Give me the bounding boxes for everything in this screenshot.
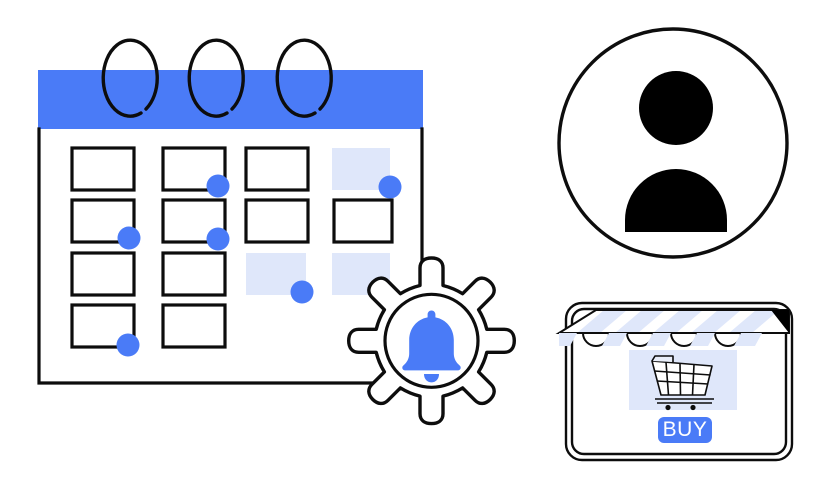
calendar-binding-rings xyxy=(101,38,333,118)
ring-3-icon xyxy=(275,38,333,118)
calendar-event-dots xyxy=(116,174,402,357)
ring-1-icon xyxy=(101,38,159,118)
buy-button-label: BUY xyxy=(663,418,708,441)
awning-corner-fold-icon xyxy=(771,310,789,333)
awning-scallop-fills xyxy=(559,333,762,346)
cell-r1c3[interactable] xyxy=(244,146,310,192)
event-dot-r1c2[interactable] xyxy=(206,174,230,198)
event-dot-r4c1[interactable] xyxy=(116,333,140,357)
shopping-cart-icon xyxy=(651,355,714,411)
buy-button-background xyxy=(658,417,712,443)
event-dot-r2c1[interactable] xyxy=(117,226,141,250)
cell-r3c1[interactable] xyxy=(70,251,136,297)
avatar-head-icon xyxy=(639,71,713,145)
cell-r3c2[interactable] xyxy=(161,251,227,297)
event-dot-r1c4[interactable] xyxy=(378,175,402,199)
ring-2-icon xyxy=(187,38,245,118)
cell-r1c2[interactable] xyxy=(161,146,227,192)
cell-r1c1[interactable] xyxy=(70,146,136,192)
buy-button[interactable]: BUY xyxy=(658,417,712,443)
settings-gear-with-bell[interactable] xyxy=(347,256,516,426)
event-dot-r2c2[interactable] xyxy=(206,227,230,251)
cell-r2c3[interactable] xyxy=(244,198,310,244)
avatar-body-icon xyxy=(625,169,727,232)
calendar-header-bar xyxy=(38,70,423,129)
online-shop-card[interactable]: BUY xyxy=(539,301,794,462)
calendar-body-outline xyxy=(37,127,424,385)
cell-r2c1[interactable] xyxy=(70,198,136,244)
calendar[interactable] xyxy=(37,38,424,385)
cell-r2c4[interactable] xyxy=(332,198,394,244)
event-dot-r3c3[interactable] xyxy=(290,280,314,304)
cell-r4c2[interactable] xyxy=(161,303,227,349)
user-avatar[interactable] xyxy=(557,27,789,259)
bell-icon xyxy=(402,310,461,383)
